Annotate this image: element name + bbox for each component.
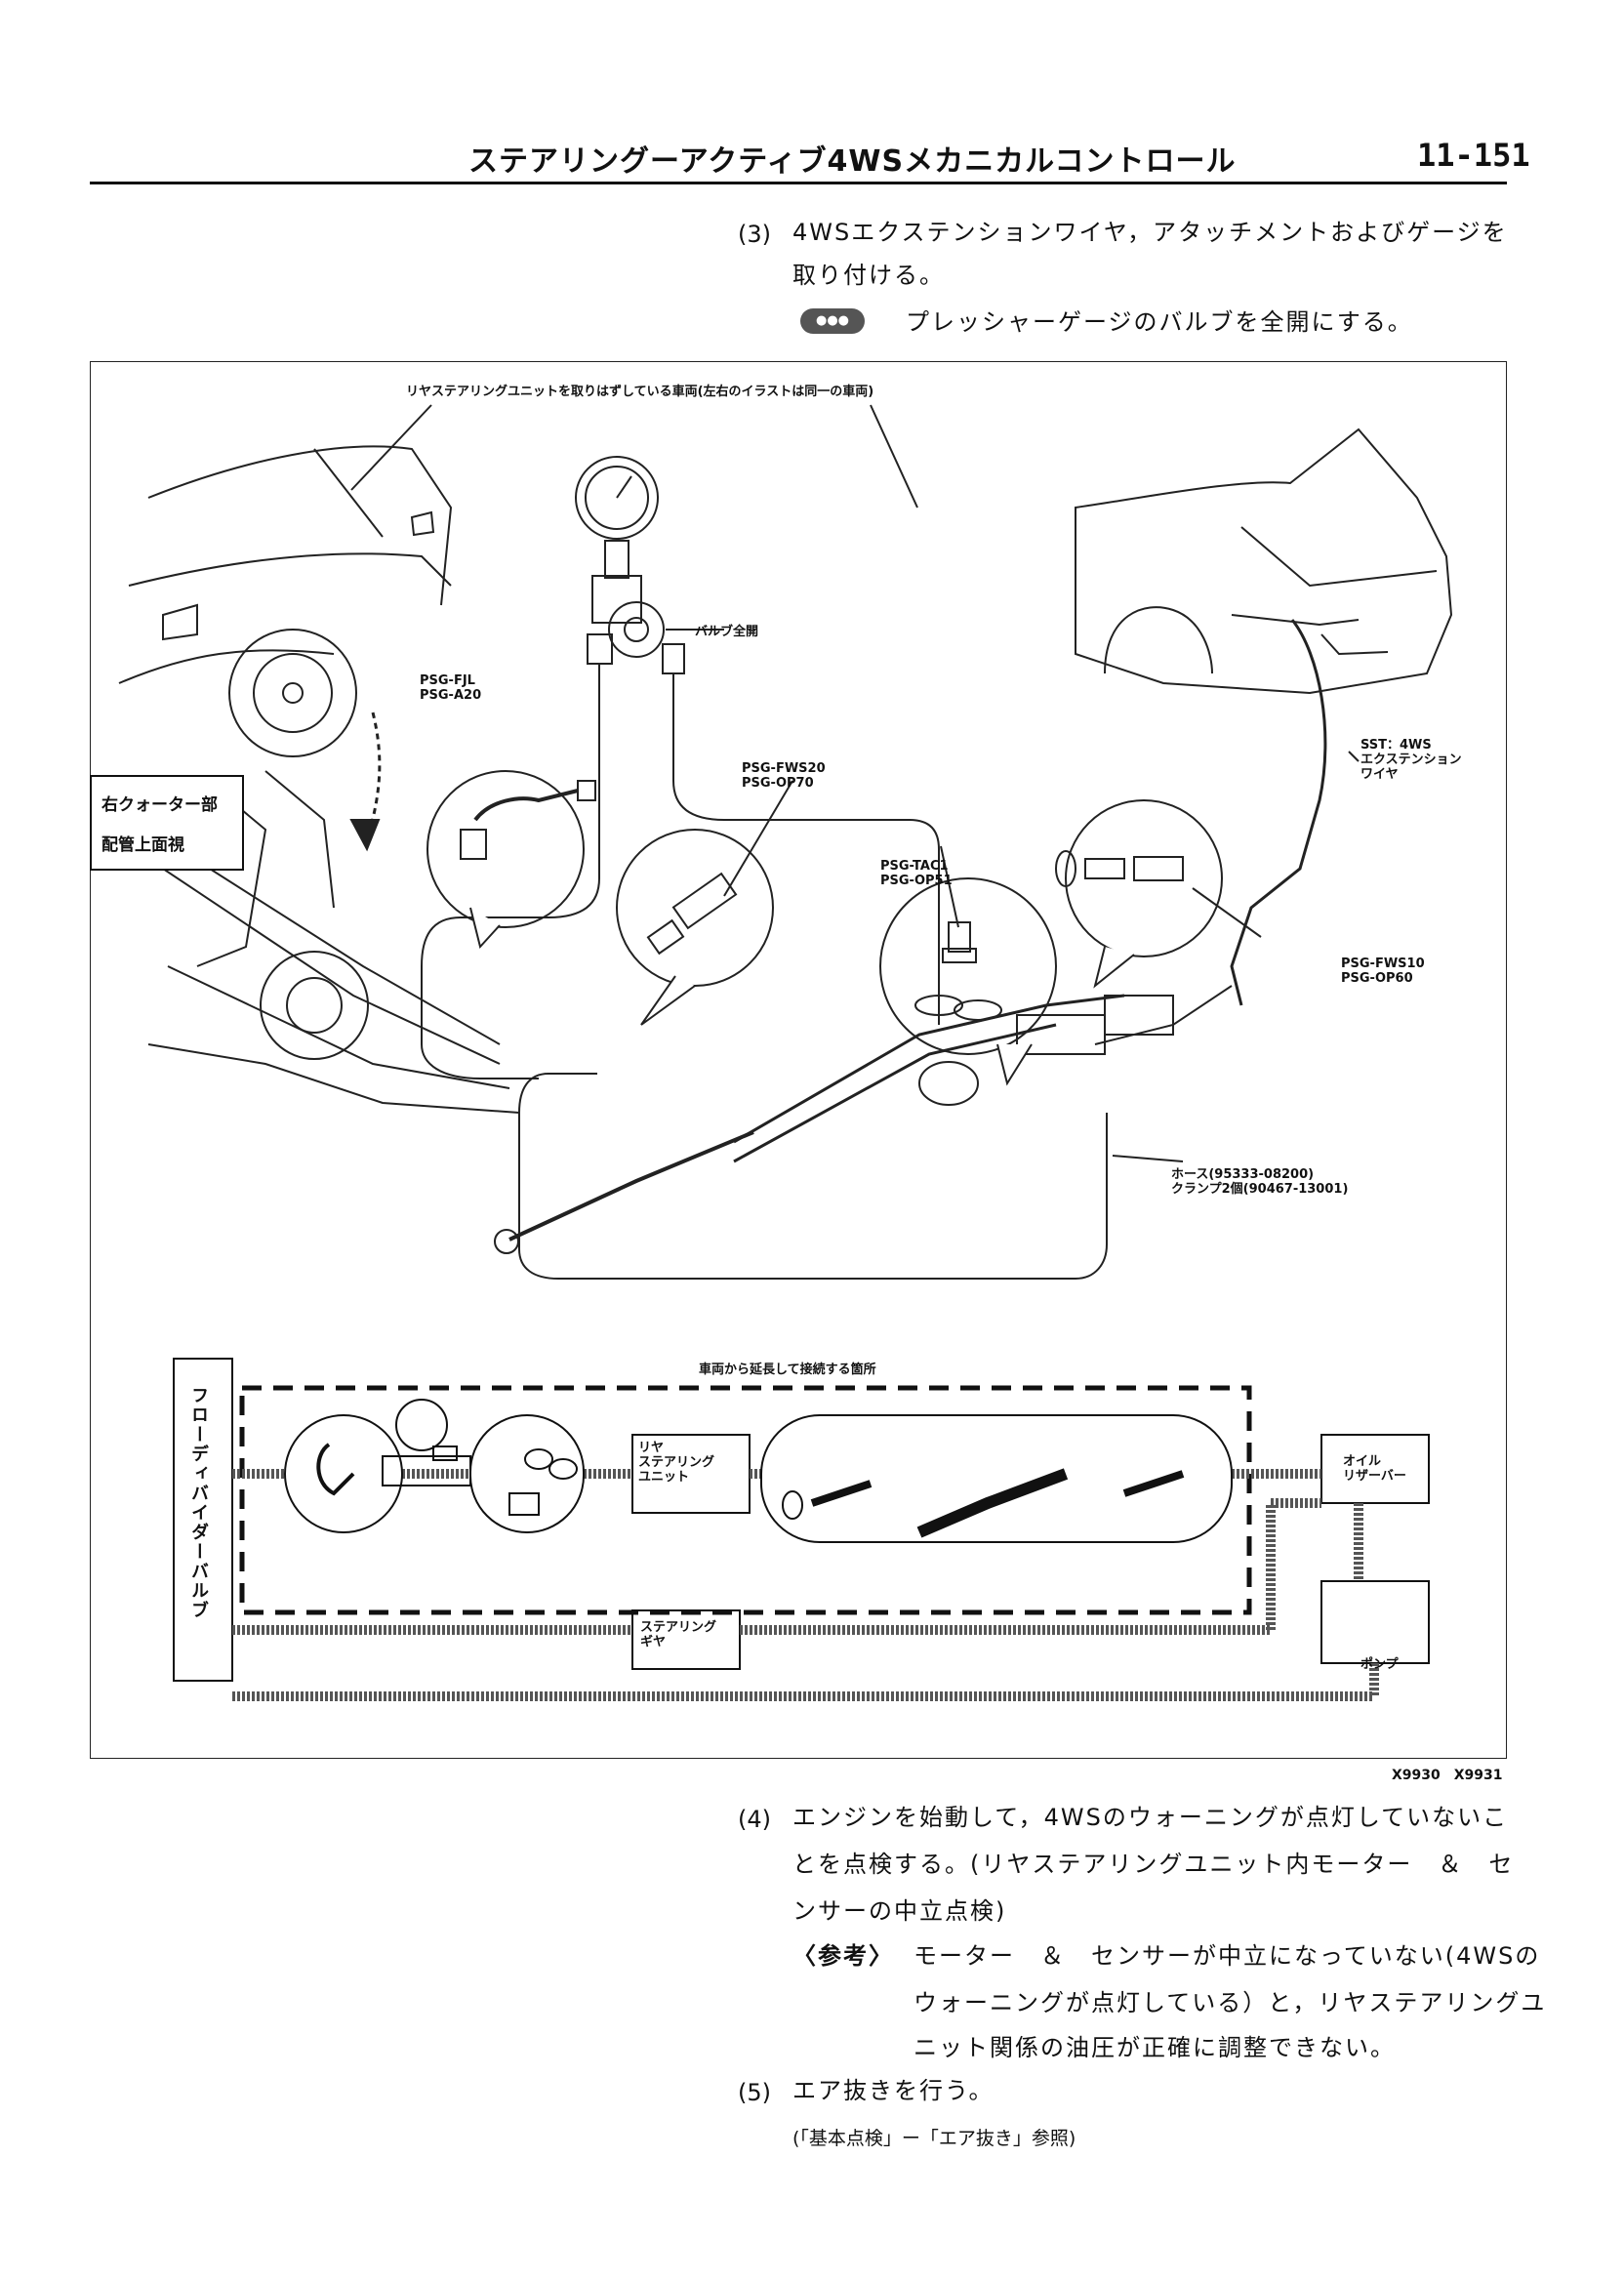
hydraulic-line-hatching: [232, 1469, 1379, 1701]
valve-open-label: バルブ全開: [695, 625, 759, 639]
reference-line-1: モーター ＆ センサーが中立になっていない(4WSの: [914, 1942, 1541, 1970]
step-5-reference: (「基本点検」ー「エア抜き」参照): [792, 2128, 1076, 2149]
right-car-body: [1075, 428, 1453, 695]
hint-badge-icon: ●●●: [800, 308, 865, 334]
header-rule: [90, 182, 1507, 184]
figure-top-label: リヤステアリングユニットを取りはずしている車両(左右のイラストは同一の車両): [406, 385, 874, 399]
schematic-psg-fjl-bubble: [284, 1414, 403, 1533]
step-5-number: (5): [738, 2079, 771, 2106]
figure-code: X9930 X9931: [1392, 1768, 1503, 1783]
schematic-title: 車両から延長して接続する箇所: [699, 1363, 876, 1377]
reference-line-3: ニット関係の油圧が正確に調整できない。: [914, 2034, 1396, 2061]
label-psg-fws20: PSG-FWS20 PSG-OP70: [742, 761, 826, 791]
pump-label: ポンプ: [1360, 1657, 1399, 1672]
reference-line-2: ウォーニングが点灯している）と，リヤステアリングユ: [914, 1989, 1547, 2016]
detail-bubble-psg-fws10: [1065, 799, 1223, 957]
oil-reservoir-label: オイル リザーバー: [1343, 1454, 1406, 1484]
label-psg-fws10: PSG-FWS10 PSG-OP60: [1341, 957, 1425, 986]
step-4-number: (4): [738, 1806, 771, 1833]
flow-divider-valve-box: [173, 1358, 233, 1682]
step-4-line-2: とを点検する。(リヤステアリングユニット内モーター ＆ セ: [792, 1851, 1515, 1878]
quarter-label-line-1: 右クォーター部: [102, 795, 218, 815]
steering-gear-label: ステアリング ギヤ: [640, 1620, 717, 1649]
page-number: 11-151: [1417, 137, 1530, 174]
page-header-title: ステアリングーアクティブ4WSメカニカルコントロール: [468, 144, 1237, 179]
quarter-label-line-2: 配管上面視: [102, 835, 184, 855]
reference-label: 〈参考〉: [792, 1942, 894, 1970]
step-5-line-1: エア抜きを行う。: [792, 2077, 995, 2104]
figure-frame: [90, 361, 1507, 1759]
sst-extension-wire: [1230, 619, 1327, 1006]
step-3-line-2: 取り付ける。: [792, 262, 945, 289]
label-sst-extension-wire: SST：4WS エクステンション ワイヤ: [1360, 738, 1462, 782]
step-4-line-3: ンサーの中立点検): [792, 1897, 1007, 1925]
schematic-gauge-icon: [395, 1399, 448, 1451]
flow-divider-valve-label: フローディバイダーバルブ: [188, 1386, 209, 1620]
detail-bubble-psg-tac1: [879, 877, 1057, 1055]
rear-steering-unit-housing: [918, 1061, 979, 1106]
step-4-line-1: エンジンを始動して，4WSのウォーニングが点灯していないこ: [792, 1804, 1509, 1831]
step-3-note: プレッシャーゲージのバルブを全開にする。: [906, 308, 1413, 336]
step-3-line-1: 4WSエクステンションワイヤ，アタッチメントおよびゲージを: [792, 219, 1508, 246]
right-car-wheel-arch: [1104, 606, 1213, 674]
left-car-roof-line: [147, 445, 453, 606]
quarter-section-label-box: 右クォーター部 配管上面視: [90, 775, 244, 871]
rear-steering-unit-label: リヤ ステアリング ユニット: [638, 1441, 715, 1485]
label-hose-clamp: ホース(95333-08200) クランプ2個(90467-13001): [1171, 1167, 1349, 1197]
detail-bubble-psg-fjl: [426, 770, 585, 928]
label-psg-fjl: PSG-FJL PSG-A20: [420, 673, 482, 703]
hydraulic-setup-illustration: [118, 404, 1453, 1701]
gauge-valve-wheel: [608, 601, 665, 658]
pressure-gauge-dial: [575, 456, 659, 540]
extension-area-boundary: [239, 1385, 1252, 1615]
left-car-wheel: [228, 629, 357, 757]
label-psg-tac1: PSG-TAC1 PSG-OP51: [880, 859, 953, 888]
step-3-number: (3): [738, 221, 771, 248]
pump-box: [1320, 1580, 1430, 1664]
schematic-hose-bubble: [760, 1414, 1233, 1543]
